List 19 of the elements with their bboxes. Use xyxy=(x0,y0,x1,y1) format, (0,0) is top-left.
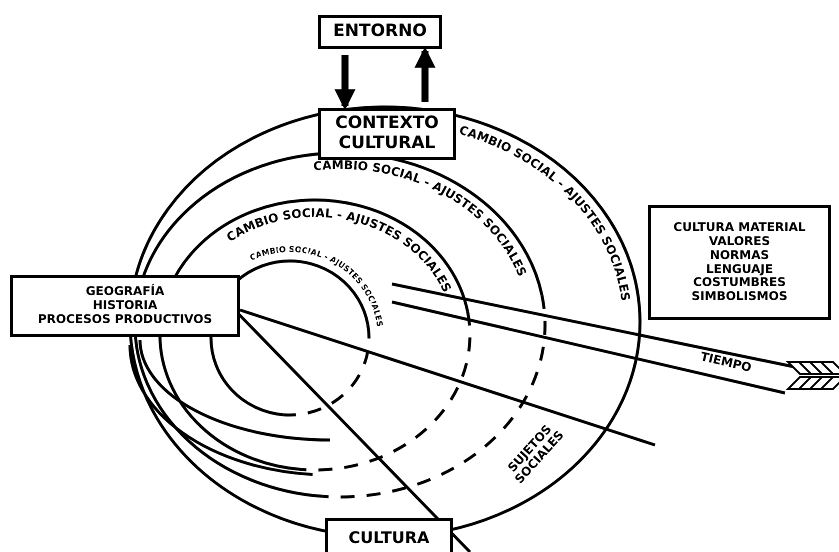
box-text: NORMAS xyxy=(710,248,770,262)
box-text: COSTUMBRES xyxy=(693,276,786,290)
text-box xyxy=(10,275,240,337)
box-text: CULTURA xyxy=(348,528,430,548)
text-box xyxy=(325,518,453,552)
arrow xyxy=(334,55,356,110)
box-text: ENTORNO xyxy=(333,22,427,42)
box-text: SIMBOLISMOS xyxy=(692,290,788,304)
box-text: LENGUAJE xyxy=(706,262,774,276)
arrow xyxy=(414,46,436,102)
text-box xyxy=(318,108,456,160)
text-box xyxy=(648,205,831,320)
box-text: GEOGRAFÍA xyxy=(86,285,164,300)
box-text: CULTURA MATERIAL xyxy=(673,221,806,235)
box-text: PROCESOS PRODUCTIVOS xyxy=(38,312,212,327)
text-box xyxy=(318,15,442,49)
box-text: CONTEXTO CULTURAL xyxy=(334,114,440,154)
box-text: VALORES xyxy=(708,234,770,249)
box-text: HISTORIA xyxy=(92,299,158,313)
